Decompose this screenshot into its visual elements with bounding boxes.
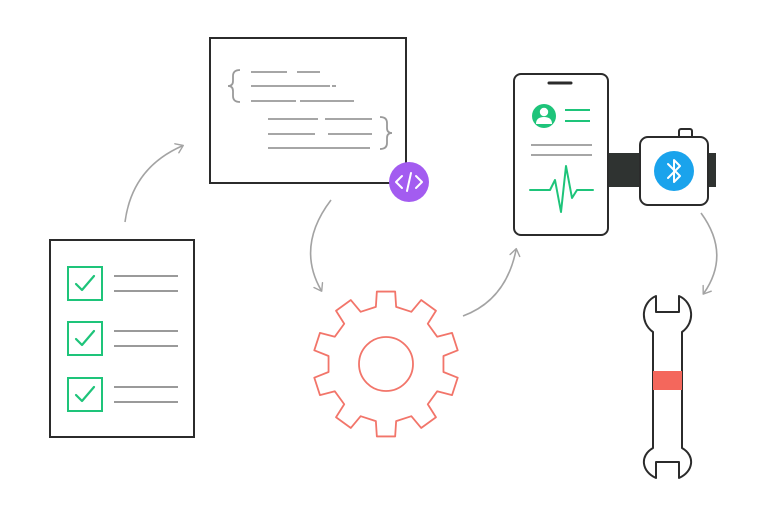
smartphone-icon [513,73,609,236]
checklist-paper [49,239,195,438]
code-document-icon [209,37,407,184]
user-avatar-icon [532,104,556,128]
checklist-item [67,377,178,412]
checklist-item [67,266,178,301]
heartbeat-icon [529,165,594,213]
curved-arrow-icon [462,247,521,317]
check-icon [67,321,103,356]
gear-icon [313,290,459,438]
checklist-icon [49,239,195,438]
checklist-item [67,321,178,356]
curved-arrow-icon [309,199,332,292]
code-window [209,37,407,184]
bluetooth-icon [654,151,694,191]
curved-arrow-icon [124,143,184,223]
check-icon [67,377,103,412]
wrench-band [653,371,682,390]
curved-arrow-icon [700,212,718,295]
smartwatch-icon [598,128,716,206]
code-badge-icon [389,162,429,202]
wrench-icon [643,295,692,479]
check-icon [67,266,103,301]
